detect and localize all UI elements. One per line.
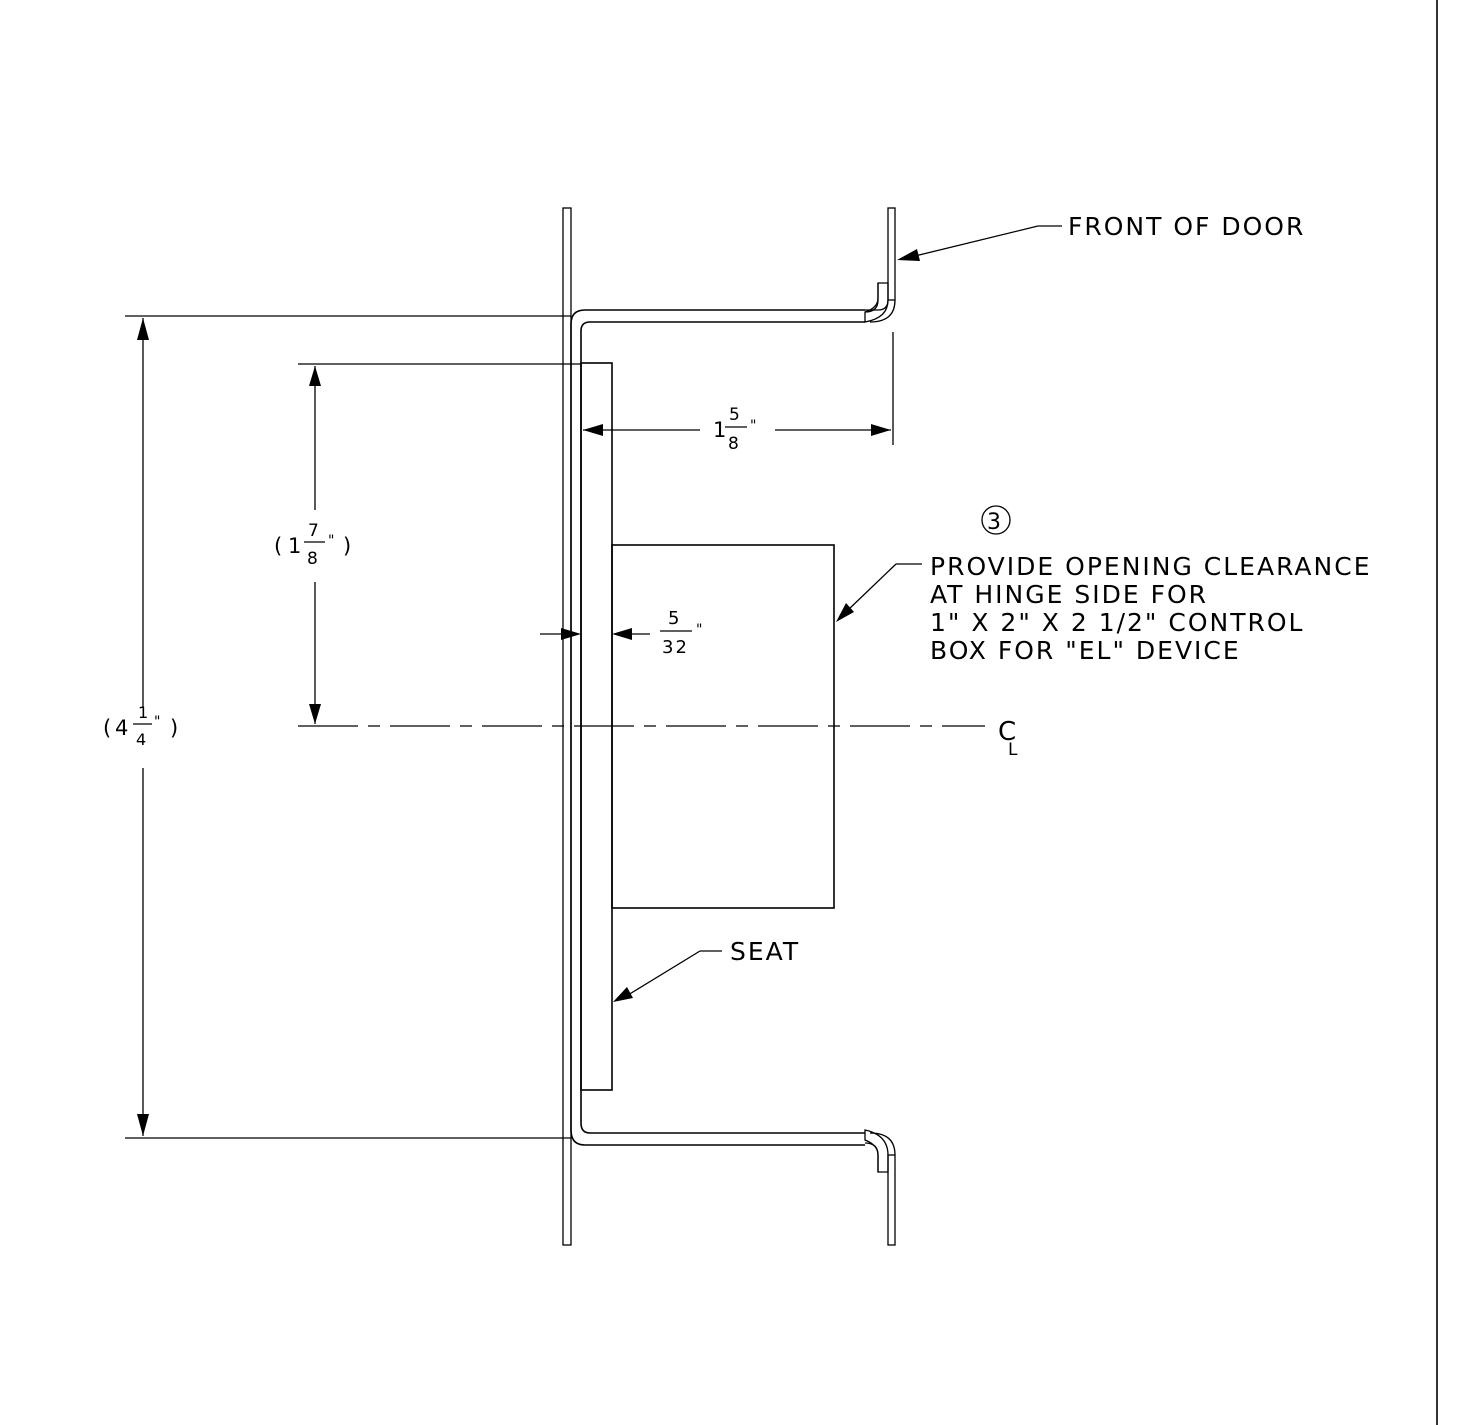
door-face-top <box>864 207 896 323</box>
centerline-symbol: C L <box>998 717 1019 760</box>
dimension-seat-to-centerline: ( 1 7 8 " ) <box>274 363 581 724</box>
svg-text:1: 1 <box>713 418 728 442</box>
svg-text:8: 8 <box>307 549 320 569</box>
svg-text:C: C <box>998 717 1018 747</box>
svg-text:8: 8 <box>728 434 741 454</box>
front-of-door-callout: FRONT OF DOOR <box>897 212 1305 261</box>
dimension-offset: 5 32 " <box>540 608 704 658</box>
note-number-circle <box>981 505 1011 535</box>
note-line-1: PROVIDE OPENING CLEARANCE <box>930 552 1372 581</box>
svg-text:": " <box>328 533 336 549</box>
note-line-3: 1" X 2" X 2 1/2" CONTROL <box>930 608 1304 637</box>
svg-text:": " <box>154 714 162 730</box>
svg-text:32: 32 <box>662 637 689 658</box>
door-face-bottom <box>864 1129 896 1246</box>
svg-text:": " <box>696 622 704 638</box>
seat-callout: SEAT <box>613 937 800 1002</box>
svg-text:): ) <box>343 534 353 558</box>
svg-text:3: 3 <box>987 510 1001 535</box>
seat-label: SEAT <box>730 937 800 966</box>
svg-text:(: ( <box>274 534 284 558</box>
svg-text:): ) <box>170 716 180 740</box>
svg-text:L: L <box>1008 740 1019 760</box>
note-3-callout: 3 PROVIDE OPENING CLEARANCE AT HINGE SID… <box>836 505 1372 665</box>
svg-text:5: 5 <box>668 608 681 629</box>
front-of-door-label: FRONT OF DOOR <box>1068 212 1305 241</box>
svg-text:1: 1 <box>138 703 150 722</box>
svg-text:4: 4 <box>136 730 148 749</box>
note-line-2: AT HINGE SIDE FOR <box>930 580 1208 609</box>
svg-text:5: 5 <box>729 405 742 425</box>
svg-text:1: 1 <box>288 534 303 558</box>
svg-text:(: ( <box>103 716 113 740</box>
svg-text:4: 4 <box>115 716 130 740</box>
dimension-overall-height: ( 4 1 4 " ) <box>103 315 571 1139</box>
svg-text:7: 7 <box>308 521 321 541</box>
svg-text:": " <box>750 418 758 434</box>
note-line-4: BOX FOR "EL" DEVICE <box>930 636 1241 665</box>
dimension-depth: 1 5 8 " <box>583 332 894 454</box>
